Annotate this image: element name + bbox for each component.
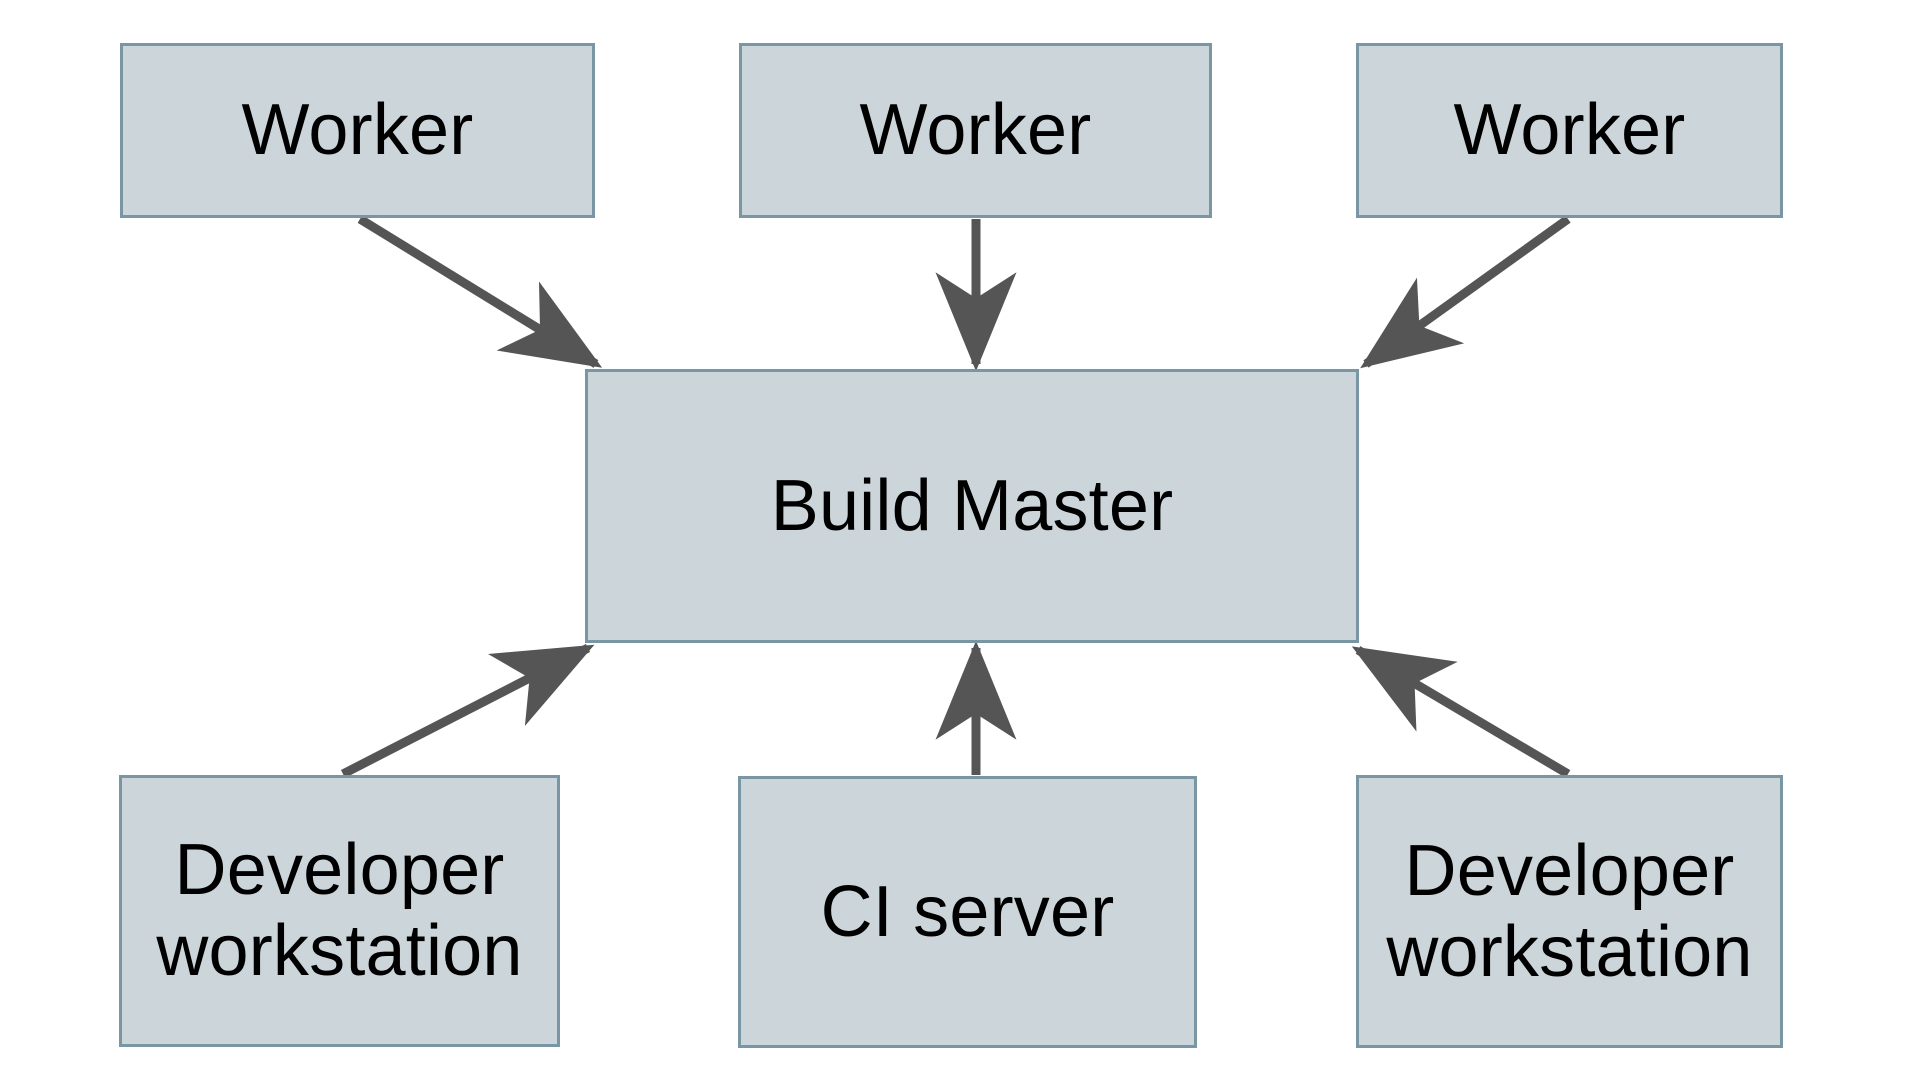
node-developer-workstation-right-label: Developer workstation <box>1386 830 1753 992</box>
node-worker-2[interactable]: Worker <box>739 43 1212 218</box>
node-worker-1[interactable]: Worker <box>120 43 595 218</box>
node-ci-server-label: CI server <box>820 871 1115 952</box>
node-worker-3-label: Worker <box>1453 90 1686 171</box>
node-build-master[interactable]: Build Master <box>585 369 1359 643</box>
node-developer-workstation-left[interactable]: Developer workstation <box>119 775 560 1047</box>
node-developer-workstation-left-label: Developer workstation <box>156 830 523 991</box>
node-developer-workstation-right[interactable]: Developer workstation <box>1356 775 1783 1048</box>
edge-dev-left-to-build-master <box>340 643 595 779</box>
node-build-master-label: Build Master <box>770 465 1174 546</box>
node-worker-3[interactable]: Worker <box>1356 43 1783 218</box>
edge-dev-right-to-build-master <box>1351 646 1571 778</box>
edge-worker-3-to-build-master <box>1360 215 1571 369</box>
edge-worker-1-to-build-master <box>357 215 603 368</box>
node-worker-1-label: Worker <box>241 90 474 171</box>
node-worker-2-label: Worker <box>859 90 1092 171</box>
node-ci-server[interactable]: CI server <box>738 776 1197 1048</box>
